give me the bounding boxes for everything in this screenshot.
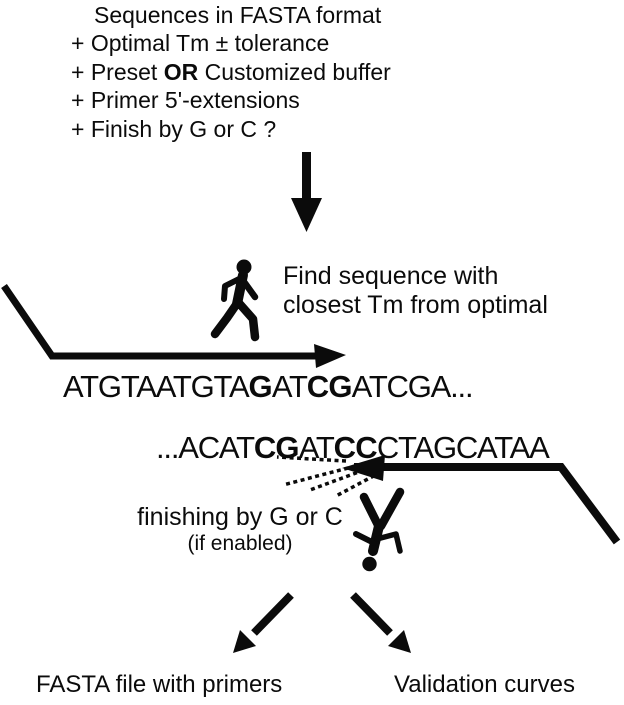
input-line-buffer-post: Customized buffer	[198, 58, 391, 85]
find-step-label: Find sequence with closest Tm from optim…	[283, 262, 548, 320]
seq-bottom-bold1: CG	[253, 430, 300, 465]
down-right-arrow-icon	[350, 592, 411, 653]
seq-top-part1: ATGTAATGTA	[63, 369, 250, 404]
seq-bottom-part1: ...ACAT	[156, 430, 255, 465]
find-step-line1: Find sequence with	[283, 262, 499, 290]
output-label-validation: Validation curves	[394, 671, 575, 698]
seq-bottom-part3: CTAGCATAA	[376, 430, 550, 465]
finishing-step-label: finishing by G or C (if enabled)	[117, 504, 363, 556]
dna-sequence-top: ATGTAATGTAGATCGATCGA...	[63, 369, 474, 405]
input-line-title: Sequences in FASTA format	[94, 2, 382, 28]
input-spec-block: Sequences in FASTA format + Optimal Tm ±…	[71, 1, 391, 143]
dna-sequence-bottom: ...ACATCGATCCCTAGCATAA	[156, 430, 550, 466]
walking-person-icon	[210, 259, 260, 342]
seq-top-bold2: CG	[306, 369, 353, 404]
primer-arrow-left	[342, 455, 621, 545]
input-line-extensions: + Primer 5'-extensions	[71, 87, 300, 114]
output-label-fasta: FASTA file with primers	[36, 671, 283, 698]
input-line-finish: + Finish by G or C ?	[71, 115, 277, 142]
input-line-buffer-pre: + Preset	[71, 58, 164, 85]
input-line-buffer: + Preset OR Customized buffer	[71, 58, 391, 86]
seq-top-part3: ATCGA...	[351, 369, 474, 404]
finishing-line1: finishing by G or C	[137, 503, 343, 531]
falling-person-icon	[353, 487, 405, 572]
seq-bottom-part2: AT	[298, 430, 335, 465]
finishing-line2: (if enabled)	[187, 532, 293, 555]
down-arrow-icon	[291, 152, 322, 232]
seq-top-part2: AT	[271, 369, 308, 404]
seq-bottom-bold2: CC	[333, 430, 378, 465]
selection-arrow-right	[1, 284, 346, 368]
dashed-shift-marks	[276, 455, 382, 498]
input-line-buffer-or: OR	[163, 58, 199, 85]
seq-top-bold1: G	[248, 369, 272, 404]
input-line-tm: + Optimal Tm ± tolerance	[71, 30, 330, 57]
down-left-arrow-icon	[233, 592, 294, 653]
find-step-line2: closest Tm from optimal	[283, 291, 548, 319]
